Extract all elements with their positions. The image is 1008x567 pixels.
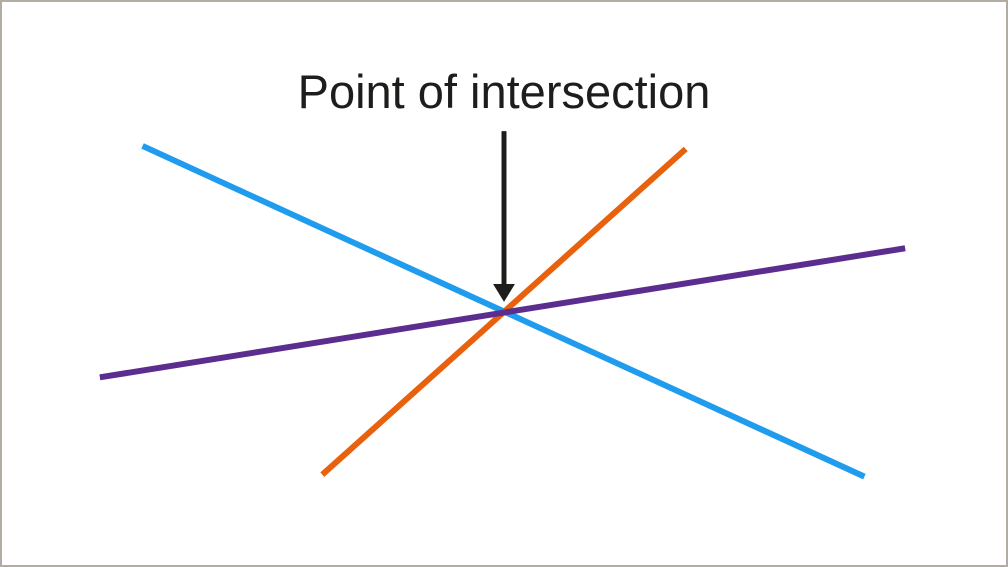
- purple-line: [99, 245, 906, 381]
- diagram-title: Point of intersection: [297, 65, 711, 118]
- arrow-head-icon: [493, 283, 515, 302]
